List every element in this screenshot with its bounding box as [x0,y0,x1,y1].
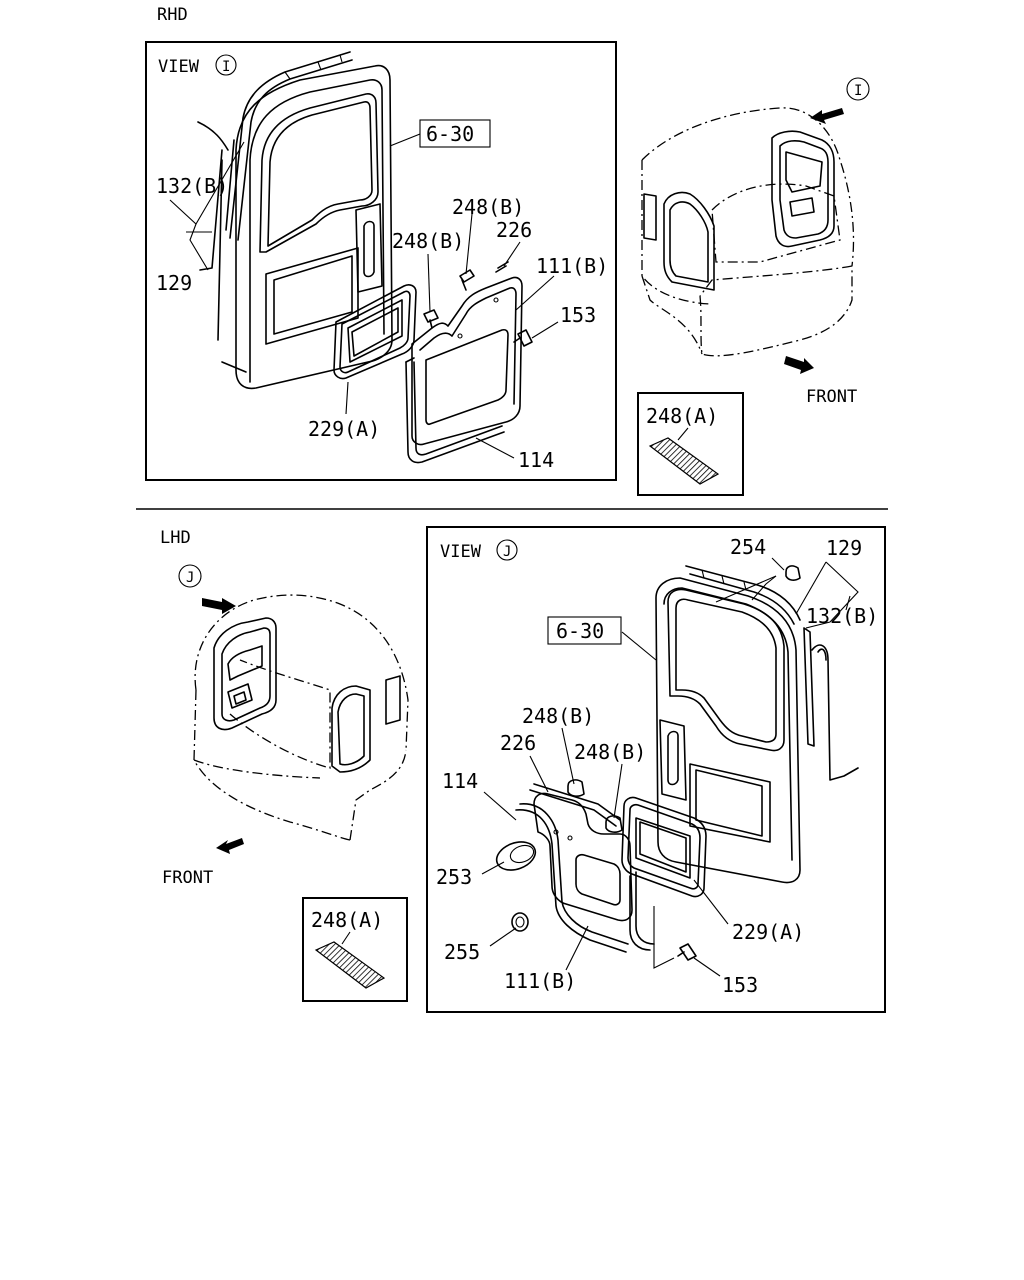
rhd-callout-129: 129 [156,271,192,295]
lhd-callout-253: 253 [436,865,472,889]
lhd-view-marker: J [496,539,518,561]
lhd-callout-229a: 229(A) [732,920,804,944]
lhd-callout-248b-upper: 248(B) [522,704,594,728]
rhd-callout-248a: 248(A) [646,404,718,428]
lhd-front-arrow: FRONT [162,838,244,888]
lhd-seal-114 [515,803,655,953]
lhd-view-arrow: J [178,564,236,614]
lhd-gasket-229a [621,796,707,898]
lhd-front-label: FRONT [162,868,213,888]
lhd-arrow-marker-text: J [186,570,194,586]
lhd-ref-box [547,616,622,645]
rhd-inset-248a: 248(A) [637,392,744,496]
lhd-callout-129: 129 [826,536,862,560]
rhd-cover-plate-111b [411,276,523,446]
lhd-screw-254 [785,565,801,581]
lhd-callout-255: 255 [444,940,480,964]
rhd-ref-box-text: 6-30 [426,122,474,146]
lhd-view-frame [426,526,886,1013]
lhd-callout-226: 226 [500,731,536,755]
lhd-fastener-226 [529,783,621,827]
rhd-callout-248b-lower: 248(B) [392,229,464,253]
rhd-gasket-229a [333,284,417,380]
lhd-rear-door-drawing [655,565,859,884]
rhd-view-arrow: I [810,77,870,124]
lhd-region-label: LHD [160,528,191,548]
rhd-callout-111b: 111(B) [536,254,608,278]
lhd-callout-254: 254 [730,535,766,559]
rhd-cab-overview [641,107,855,357]
rhd-seal-114 [405,357,505,464]
lhd-cab-overview [193,594,409,841]
lhd-leader-lines [481,557,859,977]
rhd-front-arrow: FRONT [784,356,857,407]
lhd-callout-132b: 132(B) [806,604,878,628]
lhd-clip-248b-upper [567,779,585,797]
lhd-clip-248b-lower [605,815,623,833]
lhd-clip-153 [677,943,697,961]
rhd-leader-lines [169,133,559,459]
rhd-clip-248b-upper [459,269,475,291]
lhd-view-marker-text: J [503,544,511,560]
lhd-callout-153: 153 [722,973,758,997]
rhd-callout-229a: 229(A) [308,417,380,441]
rhd-callout-248b-upper: 248(B) [452,195,524,219]
rhd-rear-door-drawing [197,51,393,390]
rhd-view-label: VIEW [158,57,200,77]
lhd-ref-box-text: 6-30 [556,619,604,643]
rhd-arrow-marker-text: I [854,83,862,99]
lhd-cap-253 [495,841,537,871]
rhd-callout-114: 114 [518,448,554,472]
rhd-region-label: RHD [157,5,188,25]
lhd-section: LHD J FRONT [160,526,886,1013]
rhd-ref-box [419,119,491,148]
lhd-inset-248a: 248(A) [302,897,408,1002]
rhd-view-marker: I [215,54,237,76]
lhd-callout-114: 114 [442,769,478,793]
lhd-grommet-255 [511,912,529,932]
lhd-callout-248b-lower: 248(B) [574,740,646,764]
lhd-cover-plate-111b [533,792,633,922]
lhd-view-label: VIEW [440,542,482,562]
lhd-callout-248a: 248(A) [311,908,383,932]
rhd-clip-248b-lower [423,309,439,329]
rhd-clip-153 [513,329,533,347]
lhd-callout-111b: 111(B) [504,969,576,993]
rhd-view-marker-text: I [222,59,230,75]
rhd-callout-153: 153 [560,303,596,327]
rhd-callout-132b: 132(B) [156,174,228,198]
rhd-view-frame [145,41,617,481]
rhd-front-label: FRONT [806,387,857,407]
rhd-callout-226: 226 [496,218,532,242]
rhd-section: RHD VIEW I [145,5,870,496]
